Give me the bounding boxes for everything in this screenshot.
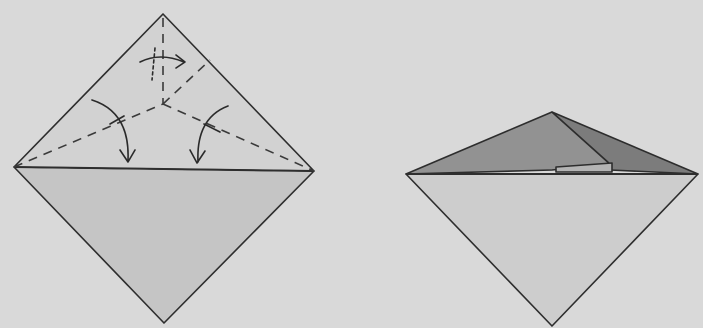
step-2-folded-result (406, 112, 698, 326)
step-1-fold-instructions (14, 14, 314, 323)
result-lower-triangle (406, 174, 698, 326)
paper-lower-triangle (14, 167, 314, 323)
